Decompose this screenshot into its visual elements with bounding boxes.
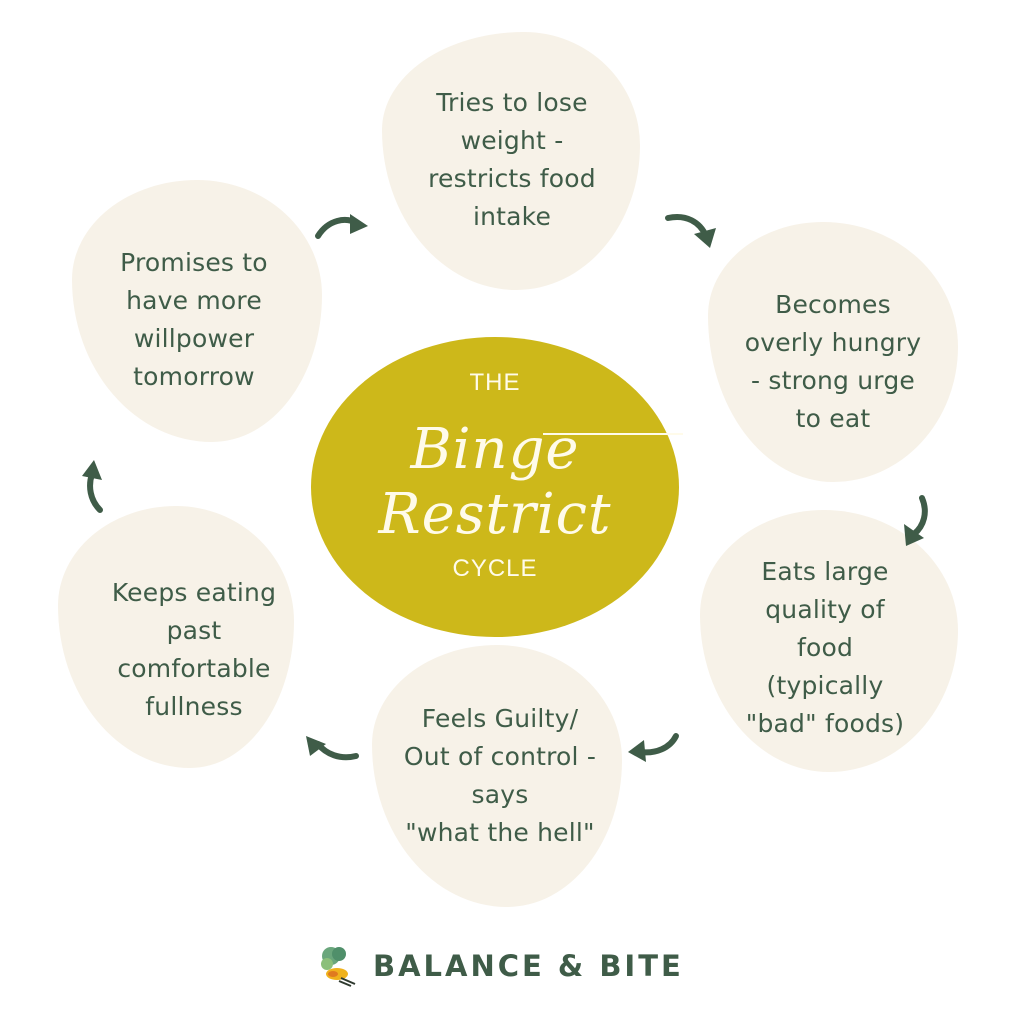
curved-arrow-icon [628, 733, 679, 762]
center-title-circle: THE Binge Restrict CYCLE [311, 337, 683, 637]
step-text-restrict: Tries to lose weight - restricts food in… [428, 88, 596, 231]
step-text-overeat: Keeps eating past comfortable fullness [111, 578, 277, 721]
step-blob-binge [700, 510, 958, 772]
curved-arrow-icon [315, 214, 368, 239]
center-bottom-label: CYCLE [452, 555, 538, 582]
center-script-title: Binge Restrict [378, 417, 612, 547]
broccoli-logo-icon [315, 944, 359, 988]
step-text-guilt: Feels Guilty/ Out of control - says "wha… [403, 704, 597, 847]
step-blob-restrict [382, 32, 640, 290]
curved-arrow-icon [665, 214, 716, 248]
brand-name: BALANCE & BITE [373, 949, 684, 983]
curved-arrow-icon [904, 495, 928, 546]
step-text-promise: Promises to have more willpower tomorrow [120, 248, 268, 391]
footer-brand: BALANCE & BITE [315, 938, 684, 994]
center-flourish-line [543, 433, 683, 435]
center-top-label: THE [469, 369, 521, 396]
curved-arrow-icon [82, 460, 103, 513]
curved-arrow-icon [306, 736, 359, 761]
step-text-hungry: Becomes overly hungry - strong urge to e… [744, 290, 922, 433]
step-text-binge: Eats large quality of food (typically "b… [745, 557, 905, 738]
step-blob-hungry [708, 222, 958, 482]
